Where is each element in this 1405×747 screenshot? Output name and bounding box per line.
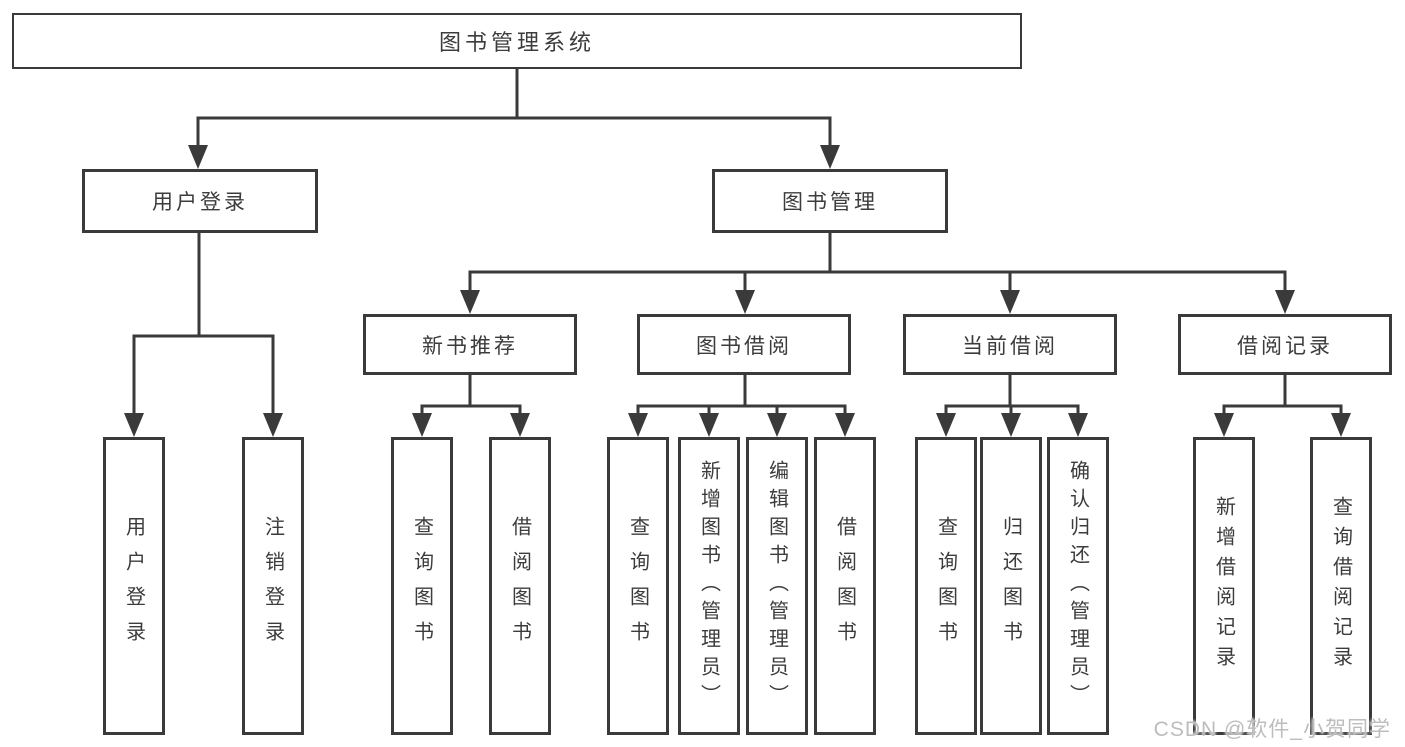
edge-root-to-level2 [188, 69, 840, 169]
leaf-logout: 注销登录 [242, 437, 304, 735]
arrowhead [820, 145, 840, 169]
node-book-management: 图书管理 [712, 169, 948, 233]
csdn-watermark: CSDN @软件_小贺同学 [1153, 718, 1391, 741]
node-book-management-label: 图书管理 [782, 191, 878, 214]
node-book-borrow-label: 图书借阅 [696, 334, 792, 358]
leaf-logout-label: 注销登录 [261, 516, 284, 656]
leaf-current-confirm-return-label: 确认归还（管理员） [1066, 460, 1089, 712]
edge-record-to-leaves [1214, 375, 1351, 437]
node-borrow-record: 借阅记录 [1178, 314, 1392, 375]
arrowhead [735, 290, 755, 314]
leaf-current-query-book-label: 查询图书 [934, 516, 957, 656]
arrowhead [835, 413, 855, 437]
node-borrow-record-label: 借阅记录 [1237, 334, 1333, 358]
leaf-record-add: 新增借阅记录 [1193, 437, 1255, 735]
node-new-book-recommend: 新书推荐 [363, 314, 577, 375]
leaf-record-query: 查询借阅记录 [1310, 437, 1372, 735]
leaf-recommend-query-book: 查询图书 [391, 437, 453, 735]
arrowhead [188, 145, 208, 169]
node-book-borrow: 图书借阅 [637, 314, 851, 375]
arrowhead [767, 413, 787, 437]
leaf-current-return-book: 归还图书 [980, 437, 1042, 735]
leaf-record-add-label: 新增借阅记录 [1212, 496, 1235, 676]
leaf-borrow-query-book: 查询图书 [607, 437, 669, 735]
leaf-record-query-label: 查询借阅记录 [1329, 496, 1352, 676]
arrowhead [1068, 413, 1088, 437]
edge-book-mgmt-to-level3 [460, 233, 1295, 314]
arrowhead [1214, 413, 1234, 437]
leaf-current-return-book-label: 归还图书 [999, 516, 1022, 656]
leaf-user-login: 用户登录 [103, 437, 165, 735]
edge-current-to-leaves [936, 375, 1088, 437]
node-user-login-label: 用户登录 [152, 191, 248, 214]
arrowhead [936, 413, 956, 437]
node-root-label: 图书管理系统 [438, 30, 595, 55]
arrowhead [1275, 290, 1295, 314]
node-root: 图书管理系统 [12, 13, 1022, 69]
leaf-recommend-borrow-book-label: 借阅图书 [508, 516, 531, 656]
arrowhead [628, 413, 648, 437]
leaf-current-query-book: 查询图书 [915, 437, 977, 735]
leaf-borrow-borrow-book-label: 借阅图书 [833, 516, 856, 656]
leaf-borrow-query-book-label: 查询图书 [626, 516, 649, 656]
leaf-current-confirm-return: 确认归还（管理员） [1047, 437, 1109, 735]
node-current-borrow-label: 当前借阅 [962, 334, 1058, 358]
leaf-borrow-add-book: 新增图书（管理员） [678, 437, 740, 735]
edge-borrow-to-leaves [628, 375, 855, 437]
arrowhead [263, 413, 283, 437]
node-user-login: 用户登录 [82, 169, 318, 233]
arrowhead [1331, 413, 1351, 437]
leaf-borrow-edit-book: 编辑图书（管理员） [746, 437, 808, 735]
leaf-recommend-query-book-label: 查询图书 [410, 516, 433, 656]
leaf-recommend-borrow-book: 借阅图书 [489, 437, 551, 735]
arrowhead [699, 413, 719, 437]
leaf-borrow-borrow-book: 借阅图书 [814, 437, 876, 735]
edge-user-login-to-leaves [124, 233, 283, 437]
leaf-borrow-add-book-label: 新增图书（管理员） [697, 460, 720, 712]
edge-recommend-to-leaves [412, 375, 530, 437]
arrowhead [124, 413, 144, 437]
arrowhead [412, 413, 432, 437]
leaf-user-login-label: 用户登录 [122, 516, 145, 656]
arrowhead [1001, 413, 1021, 437]
leaf-borrow-edit-book-label: 编辑图书（管理员） [765, 460, 788, 712]
arrowhead [460, 290, 480, 314]
node-new-book-recommend-label: 新书推荐 [422, 334, 518, 358]
arrowhead [510, 413, 530, 437]
arrowhead [1000, 290, 1020, 314]
node-current-borrow: 当前借阅 [903, 314, 1117, 375]
